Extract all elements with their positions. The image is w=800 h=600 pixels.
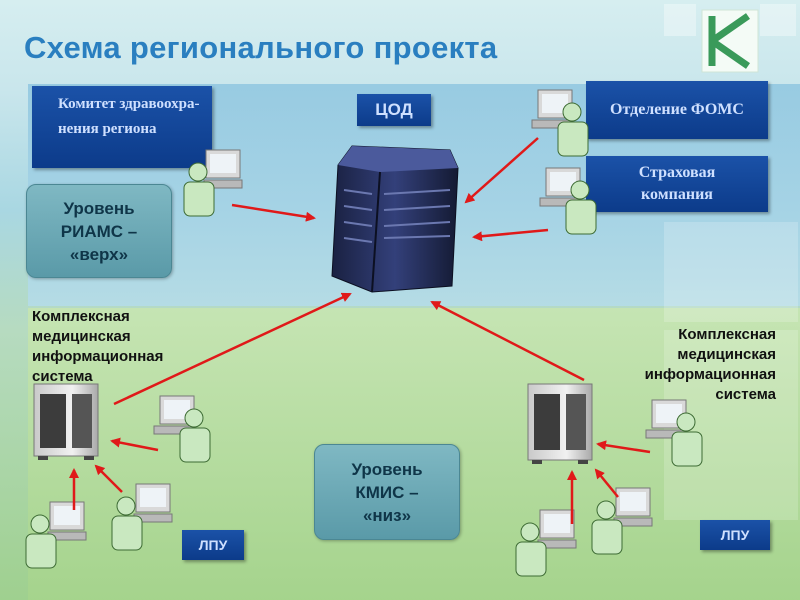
grid-tile — [664, 4, 696, 36]
workstation-icon — [153, 395, 211, 463]
kmis-level-label: Уровень КМИС – «низ» — [351, 459, 423, 525]
workstation-icon — [25, 501, 87, 569]
lpu-left-label: ЛПУ — [198, 537, 228, 553]
page-title: Схема регионального проекта — [24, 30, 498, 65]
workstation-icon — [531, 89, 589, 157]
insurance-box: Страховая компания — [586, 156, 768, 212]
lpu-right-label: ЛПУ — [720, 527, 750, 543]
arrow-insurance-to-cod — [472, 228, 549, 242]
riams-level-label: Уровень РИАМС – «верх» — [60, 198, 138, 264]
kmis-server-left-icon — [33, 383, 99, 460]
lpu-right-box: ЛПУ — [700, 520, 770, 550]
kmis-level-box: Уровень КМИС – «низ» — [314, 444, 460, 540]
arrow-ws-to-kmis-right — [594, 468, 619, 498]
arrow-foms-to-cod — [464, 137, 539, 204]
arrow-ws-to-kmis-left — [94, 464, 123, 493]
arrow-ws-to-kmis-right — [596, 440, 651, 454]
committee-box: Комитет здравоохра-нения региона — [32, 86, 212, 168]
kmis-left-caption: Комплексная медицинская информационная с… — [32, 308, 164, 385]
workstation-icon — [645, 399, 703, 467]
kmis-right-caption: Комплексная медицинская информационная с… — [644, 326, 776, 403]
workstation-icon — [515, 509, 577, 577]
foms-box: Отделение ФОМС — [586, 81, 768, 139]
datacenter-server-icon — [331, 145, 459, 293]
riams-level-box: Уровень РИАМС – «верх» — [26, 184, 172, 278]
cod-label: ЦОД — [375, 100, 413, 119]
arrow-committee-to-cod — [231, 203, 316, 222]
arrow-kmis-right-to-cod — [430, 300, 585, 382]
lpu-left-box: ЛПУ — [182, 530, 244, 560]
workstation-icon — [539, 167, 597, 235]
workstation-icon — [591, 487, 653, 555]
grid-tile — [664, 222, 798, 322]
workstation-icon — [183, 149, 243, 217]
insurance-label: Страховая компания — [638, 164, 716, 203]
workstation-icon — [111, 483, 173, 551]
kmis-server-right-icon — [527, 383, 593, 464]
arrow-ws-to-kmis-left — [110, 437, 159, 452]
cod-box: ЦОД — [357, 94, 431, 126]
arrow-kmis-left-to-cod — [113, 292, 352, 406]
committee-label: Комитет здравоохра-нения региона — [58, 96, 200, 137]
foms-label: Отделение ФОМС — [610, 101, 744, 118]
grid-tile — [760, 4, 796, 36]
